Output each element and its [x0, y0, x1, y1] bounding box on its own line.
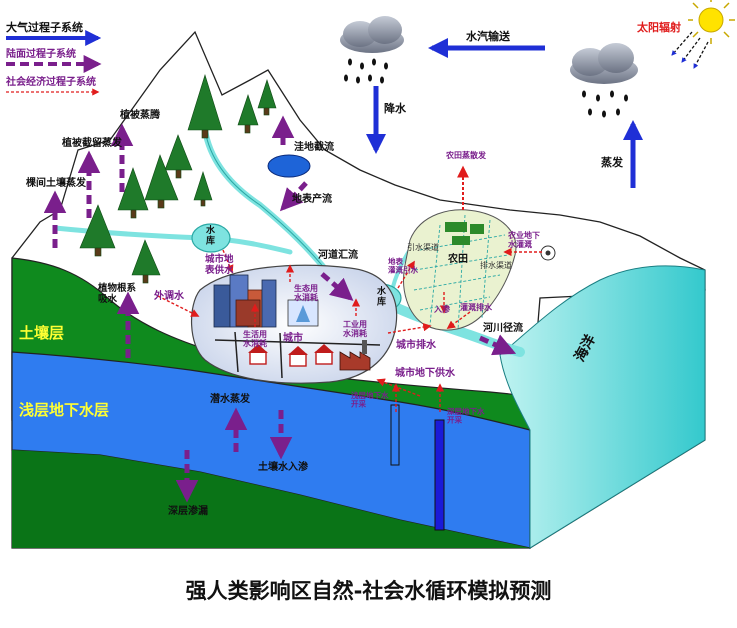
channel-confluence-arrow	[320, 272, 354, 301]
farmland-label: 农田	[447, 252, 468, 265]
domestic-use-label: 生活用水消耗	[242, 329, 267, 348]
domestic-use-lines: 生活用	[243, 329, 267, 339]
urban-groundwater-supply-label: 城市地下供水	[395, 366, 456, 379]
precipitation-label: 降水	[384, 101, 407, 115]
urban-surface-supply-arrow	[222, 249, 234, 274]
root-uptake-label-line: 植物根系	[97, 282, 137, 294]
farmland-area	[403, 209, 517, 331]
reservoir-upper-lines-1: 库	[206, 234, 215, 246]
root-uptake-label-line-1: 吸水	[98, 293, 118, 305]
ocean	[499, 265, 706, 549]
reservoir-lower-label: 水库	[377, 285, 387, 307]
agri-groundwater-irrigation-lines: 农业地下	[507, 230, 540, 240]
canopy-evaporation-label: 植被截留蒸发	[61, 136, 123, 149]
phreatic-evaporation-label: 潜水蒸发	[210, 392, 251, 405]
drainage-channel-label: 排水渠道	[480, 260, 512, 270]
farmland-grid	[413, 214, 509, 331]
water-treatment-icon	[287, 299, 319, 327]
figure-caption: 强人类影响区自然-社会水循环模拟预测	[185, 579, 552, 603]
deep-pumping-lines-1: 开采	[447, 415, 462, 425]
channel-confluence-label: 河道汇流	[318, 248, 358, 261]
rain-drops-left	[344, 58, 388, 84]
reservoir-upper-lines: 水	[206, 224, 216, 236]
diversion-channel-label: 引水渠道	[407, 242, 439, 252]
deep-leakage-label: 深层渗漏	[168, 504, 208, 517]
trees	[79, 73, 277, 284]
urban-surface-supply-label: 城市地表供水	[204, 253, 234, 276]
farmland-crops	[445, 222, 484, 245]
rain-drops-right	[582, 90, 628, 118]
external-transfer-label: 外调水	[153, 289, 185, 302]
bare-soil-evaporation-label: 棵间土壤蒸发	[26, 176, 87, 189]
shallow-pumping-lines: 浅层地下水	[351, 390, 389, 400]
ecological-use-lines-1: 水消耗	[293, 292, 318, 302]
houses	[248, 344, 334, 367]
shallow-pumping-label: 浅层地下水开采	[351, 390, 389, 409]
river-runoff-arrow	[478, 334, 517, 356]
solar-radiation-rays	[671, 31, 709, 69]
city-roads	[214, 331, 381, 379]
legend-atmosphere-label: 大气过程子系统	[6, 20, 83, 34]
domestic-use-lines-1: 水消耗	[242, 338, 267, 348]
sun-icon	[688, 0, 735, 44]
industrial-use-label: 工业用水消耗	[342, 319, 367, 338]
cloud-left	[340, 16, 404, 53]
evaporation-label: 蒸发	[601, 155, 624, 169]
irrigation-drainage-label: 灌溉排水	[460, 302, 493, 312]
surface-irrigation-arrow	[397, 260, 415, 289]
ecological-use-label: 生态用水消耗	[293, 283, 318, 302]
surface-irrigation-lines-1: 灌溉引水	[388, 265, 418, 275]
cloud-right	[570, 43, 638, 84]
urban-surface-supply-lines: 城市地	[205, 253, 234, 265]
city-buildings	[213, 274, 277, 328]
soil-infiltration-label: 土壤水入渗	[258, 460, 309, 473]
surface-irrigation-label: 地表灌溉引水	[388, 256, 418, 275]
aquifer-layer-label: 浅层地下水层	[19, 401, 109, 419]
legend-social-label: 社会经济过程子系统	[5, 75, 96, 88]
legend-land-label: 陆面过程子系统	[6, 47, 76, 60]
well-icon-core	[545, 250, 551, 256]
vapor-transport-label: 水汽输送	[466, 29, 511, 43]
urban-drainage-arrow	[387, 322, 432, 334]
reservoir-upper	[191, 223, 231, 253]
reservoir-upper-label: 水库	[206, 224, 216, 246]
city-label: 城市	[283, 331, 303, 344]
vegetation-transpiration-label: 植被蒸腾	[119, 108, 161, 121]
deep-pumping-lines: 深层地下水	[447, 406, 485, 416]
deep-well-pipe	[434, 419, 445, 531]
reservoir-lower-lines: 水	[377, 285, 387, 297]
reservoir-lower-lines-1: 库	[377, 295, 386, 307]
industrial-use-lines-1: 水消耗	[342, 328, 367, 338]
deep-pumping-label: 深层地下水开采	[447, 406, 485, 425]
river-runoff-label: 河川径流	[483, 321, 523, 334]
irrigation-drainage-arrow	[446, 311, 471, 329]
deep-layer-band	[12, 450, 530, 548]
urban-surface-supply-lines-1: 表供水	[204, 264, 234, 276]
farmland-evaporation-label: 农田蒸散发	[445, 150, 487, 160]
shallow-pumping-lines-1: 开采	[351, 399, 366, 409]
surface-runoff-label: 地表产流	[292, 192, 332, 205]
surface-runoff-arrow	[279, 181, 308, 212]
soil-layer-label: 土壤层	[19, 324, 64, 342]
root-uptake-label: 植物根系吸水	[97, 282, 137, 305]
external-transfer-arrow	[157, 295, 200, 317]
agri-groundwater-irrigation-label: 农业地下水灌溉	[507, 230, 540, 249]
infiltration-label: 入渗	[433, 304, 451, 314]
urban-drainage-label: 城市排水	[396, 338, 437, 351]
ecological-use-lines: 生态用	[294, 283, 318, 293]
industrial-use-lines: 工业用	[343, 319, 367, 329]
shallow-well-pipe	[390, 404, 400, 466]
factory-icon	[339, 340, 371, 371]
surface-irrigation-lines: 地表	[388, 256, 403, 266]
agri-groundwater-irrigation-lines-1: 水灌溉	[507, 239, 532, 249]
depression-lake	[267, 154, 311, 178]
depression-storage-label: 洼地截流	[294, 140, 334, 153]
solar-radiation-label: 太阳辐射	[636, 20, 681, 34]
